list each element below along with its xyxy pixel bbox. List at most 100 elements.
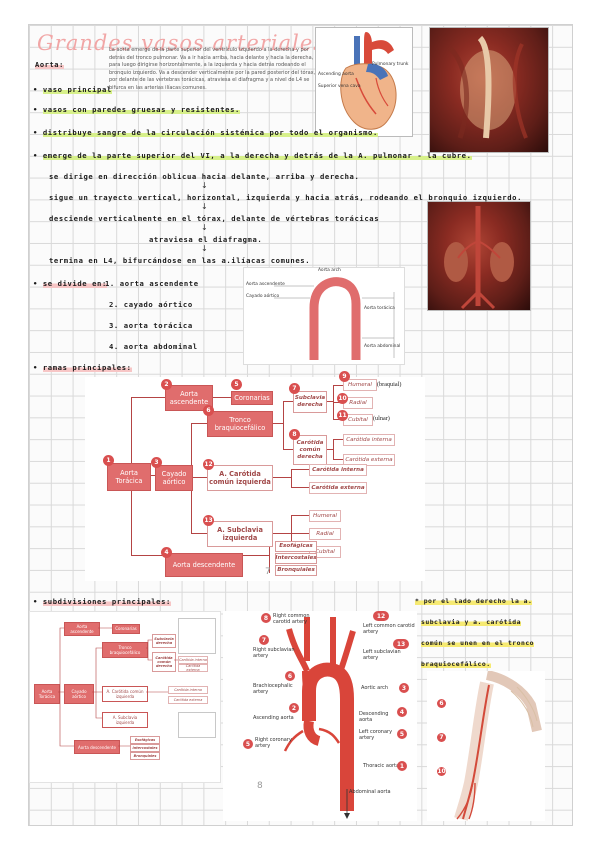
small-node-ce1: Carótida externa — [178, 664, 208, 672]
anat-num-1: 1 — [397, 761, 407, 771]
small-node-eso: Esofágicas — [130, 736, 160, 744]
small-node-ce2: Carótida externa — [168, 696, 208, 704]
small-node-cci: A. Carótida común izquierda — [102, 686, 148, 702]
node-humeral: Humeral — [343, 379, 377, 391]
arm-arteries-illustration — [454, 670, 542, 821]
image-placeholder — [178, 618, 216, 654]
label-thoracic-aorta: Thoracic aorta — [363, 763, 400, 769]
bullet-text: emerge de la parte superior del VI, a la… — [42, 151, 472, 160]
num-9: 9 — [339, 371, 350, 382]
label-left-subclavian: Left subclavian artery — [363, 649, 401, 661]
aorta-description: La aorta emerge de la parte superior del… — [109, 47, 316, 91]
node-carotida-interna-2: Carótida interna — [309, 464, 367, 476]
side-note-line-4: braquiocefálico. — [421, 660, 491, 668]
bullet-termina: termina en L4, bifurcándose en las a.ilí… — [49, 256, 311, 265]
node-subclavia-derecha: Subclavia derecha — [293, 391, 327, 413]
aorta-segments-illustration — [274, 277, 395, 360]
label-right-common-carotid: Right common carotid artery — [273, 613, 310, 625]
num-1: 1 — [103, 455, 114, 466]
num-3: 3 — [151, 457, 162, 468]
abdomen-illustration — [444, 206, 514, 310]
arm-num-6: 6 — [437, 699, 446, 708]
page-number-7: 7 — [265, 567, 271, 577]
arrow-down-icon: ↓ — [201, 181, 208, 190]
notebook-page: Grandes vasos arteriales: Aorta: La aort… — [28, 24, 573, 826]
num-2: 2 — [161, 379, 172, 390]
arrow-down-icon: ↓ — [201, 223, 208, 232]
bullet-atraviesa: atraviesa el diafragma. — [149, 235, 263, 244]
thorax-dissection-image — [429, 27, 549, 153]
small-node-coronarias: Coronarias — [112, 624, 140, 634]
label-descending-aorta: Descending aorta — [359, 711, 389, 723]
node-cubital-2: Cubital — [309, 546, 341, 558]
anat-num-13: 13 — [393, 639, 409, 649]
node-cayado-aortico: Cayado aórtico — [155, 465, 193, 491]
label-ulnar: (ulnar) — [373, 415, 390, 422]
label-ascending-aorta-anat: Ascending aorta — [253, 715, 294, 721]
anat-num-5b: 5 — [243, 739, 253, 749]
small-node-ccd: Carótida común derecha — [152, 652, 176, 672]
label-aorta-abdominal: Aorta abdominal — [364, 344, 401, 349]
bullet-subdivisiones: • subdivisiones principales: — [33, 597, 171, 606]
num-10: 10 — [337, 393, 348, 404]
node-radial: Radial — [343, 397, 373, 409]
label-ascending-aorta: Ascending aorta — [318, 72, 354, 77]
aorta-label: Aorta: — [35, 61, 64, 69]
bullet-ramas: • ramas principales: — [33, 363, 132, 372]
node-carotida-externa-2: Carótida externa — [309, 482, 367, 494]
bullet-vaso-principal: • vaso principal — [33, 85, 112, 94]
division-2: 2. cayado aórtico — [109, 300, 193, 309]
small-node-root: Aorta Torácica — [34, 684, 60, 704]
aortic-arch-diagram: 8 Right common carotid artery 1 2 Left co… — [223, 611, 417, 821]
node-carotida-comun-izquierda: A. Carótida común izquierda — [207, 465, 273, 491]
bullet-text: ramas principales: — [42, 363, 132, 372]
label-cayado: Cayado aórtico — [246, 294, 280, 299]
branches-tree-diagram: Aorta Torácica 1 Aorta ascendente 2 Coro… — [85, 371, 425, 581]
label-aorta-arch: Aorta arch — [318, 268, 341, 273]
node-carotida-interna-1: Carótida interna — [343, 434, 395, 446]
heart-illustration — [340, 32, 397, 130]
label-right-subclavian: Right subclavian artery — [253, 647, 295, 659]
node-carotida-externa-1: Carótida externa — [343, 454, 395, 466]
arrow-down-icon: ↓ — [201, 244, 208, 253]
division-4: 4. aorta abdominal — [109, 342, 198, 351]
node-humeral-2: Humeral — [309, 510, 341, 522]
small-node-ci2: Carótida interna — [168, 686, 208, 694]
label-superior-vena-cava: Superior vena cava — [318, 84, 361, 89]
bullet-distribuye: • distribuye sangre de la circulación si… — [33, 128, 378, 137]
bullet-emerge: • emerge de la parte superior del VI, a … — [33, 151, 472, 160]
abdomen-dissection-image — [427, 201, 531, 311]
side-note-text: * por el lado derecho la a. — [415, 597, 533, 605]
arm-arteries-image: 6 7 10 — [427, 670, 545, 821]
arm-num-10: 10 — [437, 767, 446, 776]
small-node-ascendente: Aorta ascendente — [64, 622, 100, 636]
bullet-paredes: • vasos con paredes gruesas y resistente… — [33, 105, 240, 114]
small-node-desc: Aorta descendente — [74, 740, 120, 754]
anat-num-4: 4 — [397, 707, 407, 717]
arrow-down-icon: ↓ — [201, 202, 208, 211]
heart-image: Ascending aorta Superior vena cava Pulmo… — [315, 27, 413, 137]
page-number-8: 8 — [257, 781, 263, 791]
anat-num-2: 2 — [289, 703, 299, 713]
node-esofagicas: Esofágicas — [275, 541, 317, 552]
label-aortic-arch: Aortic arch — [361, 685, 389, 691]
small-node-tronco: Tronco braquiocefálico — [102, 642, 148, 658]
bullet-text: vasos con paredes gruesas y resistentes. — [42, 105, 240, 114]
side-note-text: subclavia y a. carótida — [421, 618, 521, 626]
num-6: 6 — [203, 405, 214, 416]
label-aorta-toracica: Aorta torácica — [364, 306, 395, 311]
num-12: 12 — [203, 459, 214, 470]
side-note-line-1: * por el lado derecho la a. — [415, 597, 533, 605]
label-aorta-ascendente: Aorta ascendente — [246, 282, 285, 287]
division-1: 1. aorta ascendente — [105, 279, 199, 288]
small-node-inter: Intercostales — [130, 744, 160, 752]
label-left-coronary: Left coronary artery — [359, 729, 393, 741]
num-7: 7 — [289, 383, 300, 394]
bullet-text: distribuye sangre de la circulación sist… — [42, 128, 378, 137]
node-subclavia-izquierda: A. Subclavia izquierda — [207, 521, 273, 547]
num-13: 13 — [203, 515, 214, 526]
small-node-cayado: Cayado aórtico — [64, 684, 94, 704]
thorax-illustration — [448, 35, 528, 139]
num-4: 4 — [161, 547, 172, 558]
num-8: 8 — [289, 429, 300, 440]
